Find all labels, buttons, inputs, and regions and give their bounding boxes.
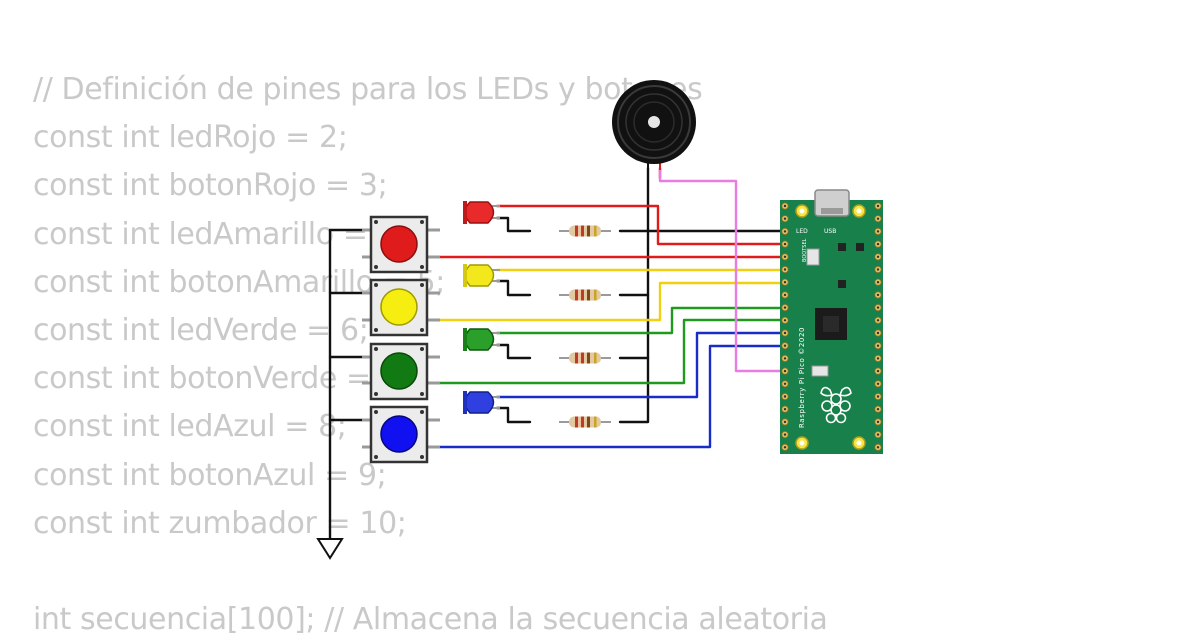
buzzer-icon[interactable] bbox=[612, 80, 696, 170]
blue-wires bbox=[430, 331, 787, 449]
resistor bbox=[558, 351, 612, 365]
header-pin-hole bbox=[783, 217, 787, 220]
header-pin-hole bbox=[783, 306, 787, 309]
header-pin-hole bbox=[783, 331, 787, 335]
header-pin-hole bbox=[783, 268, 787, 271]
silk-board-name: Raspberry Pi Pico ©2020 bbox=[798, 327, 806, 428]
yellow-led bbox=[463, 264, 500, 287]
header-pin-hole bbox=[876, 255, 880, 258]
silk-bootsel-label: BOOTSEL bbox=[802, 238, 808, 262]
header-pin-hole bbox=[783, 344, 787, 347]
header-pin-hole bbox=[783, 408, 787, 411]
header-pin-hole bbox=[876, 319, 880, 322]
header-pin-hole bbox=[876, 369, 880, 373]
buzzer-signal-wire bbox=[658, 168, 787, 373]
pin-row-right bbox=[874, 202, 882, 451]
header-pin-hole bbox=[876, 420, 880, 424]
pin-row-left bbox=[781, 202, 789, 451]
header-pin-hole bbox=[876, 281, 880, 284]
code-line: const int ledRojo = 2; bbox=[33, 120, 348, 156]
green-wires bbox=[430, 306, 787, 385]
silk-led-label: LED bbox=[796, 228, 808, 235]
header-pin-hole bbox=[783, 395, 787, 398]
resistor bbox=[558, 224, 612, 238]
green-button[interactable] bbox=[362, 342, 440, 401]
yellow-button[interactable] bbox=[362, 278, 440, 337]
resistor bbox=[558, 415, 612, 429]
header-pin-hole bbox=[876, 306, 880, 309]
header-pin-hole bbox=[783, 446, 787, 449]
header-pin-hole bbox=[876, 242, 880, 246]
silk-usb-label: USB bbox=[824, 228, 836, 235]
header-pin-hole bbox=[783, 204, 787, 208]
header-pin-hole bbox=[783, 420, 787, 424]
header-pin-hole bbox=[783, 242, 787, 246]
header-pin-hole bbox=[876, 204, 880, 208]
code-line: const int ledAzul = 8; bbox=[33, 409, 347, 445]
code-line: const int botonVerde = 7; bbox=[33, 361, 409, 397]
resistor bbox=[558, 288, 612, 302]
raspberry-pi-logo-icon bbox=[820, 386, 852, 424]
header-pin-hole bbox=[783, 319, 787, 322]
header-pin-hole bbox=[783, 357, 787, 360]
header-pin-hole bbox=[876, 395, 880, 398]
blue-led bbox=[463, 391, 500, 414]
header-pin-hole bbox=[783, 255, 787, 258]
header-pin-hole bbox=[876, 408, 880, 411]
header-pin-hole bbox=[876, 344, 880, 347]
header-pin-hole bbox=[876, 433, 880, 436]
code-line: const int zumbador = 10; bbox=[33, 505, 407, 541]
circuit-diagram: LED USB BOOTSEL Raspberry Pi Pico ©2020 bbox=[316, 80, 883, 560]
code-line: const int ledVerde = 6; bbox=[33, 312, 369, 348]
header-pin-hole bbox=[876, 446, 880, 449]
header-pin-hole bbox=[876, 268, 880, 271]
code-line: const int botonAzul = 9; bbox=[33, 457, 387, 493]
red-button[interactable] bbox=[362, 215, 440, 274]
header-pin-hole bbox=[876, 230, 880, 233]
header-pin-hole bbox=[876, 357, 880, 360]
code-line: const int botonRojo = 3; bbox=[33, 168, 388, 204]
header-pin-hole bbox=[783, 433, 787, 436]
ground-symbol-icon bbox=[316, 538, 344, 560]
header-pin-hole bbox=[876, 293, 880, 297]
header-pin-hole bbox=[783, 230, 787, 233]
header-pin-hole bbox=[876, 382, 880, 385]
raspberry-pi-pico-board: LED USB BOOTSEL Raspberry Pi Pico ©2020 bbox=[780, 189, 883, 454]
blue-button[interactable] bbox=[362, 405, 440, 464]
header-pin-hole bbox=[876, 331, 880, 335]
green-led bbox=[463, 328, 500, 351]
header-pin-hole bbox=[783, 293, 787, 297]
header-pin-hole bbox=[783, 382, 787, 385]
red-led bbox=[463, 201, 500, 224]
header-pin-hole bbox=[783, 369, 787, 373]
header-pin-hole bbox=[783, 281, 787, 284]
header-pin-hole bbox=[876, 217, 880, 220]
